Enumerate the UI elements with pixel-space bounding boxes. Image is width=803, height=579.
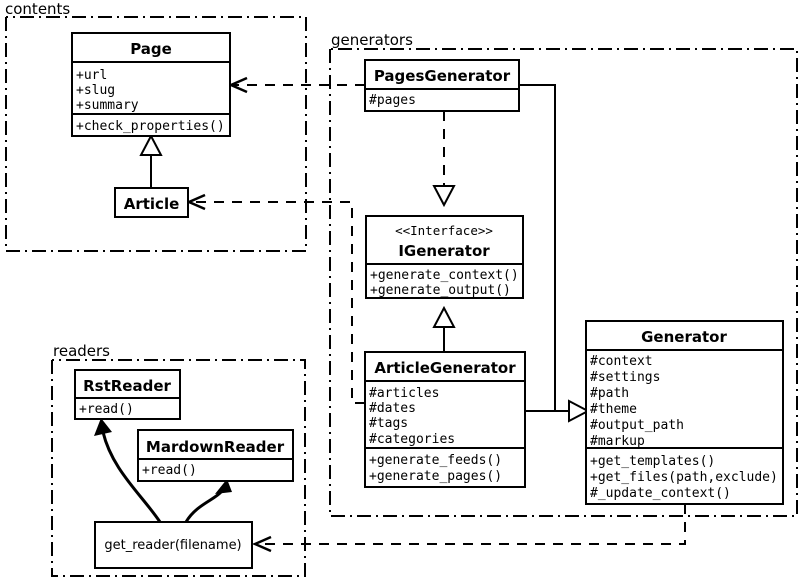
relation-getreader-creates-rstreader [94, 418, 162, 523]
class-generator-title: Generator [641, 328, 727, 346]
relation-articlegen-uses-article [185, 193, 365, 404]
class-page-attribute: +summary [76, 98, 139, 113]
class-article-generator[interactable]: ArticleGenerator #articles #dates #tags … [364, 351, 526, 488]
package-readers-label: readers [53, 342, 110, 360]
class-igenerator-method: +generate_output() [370, 283, 511, 298]
class-pages-generator[interactable]: PagesGenerator #pages [364, 59, 520, 112]
class-page-box[interactable] [71, 32, 231, 137]
class-article-generator-method: +generate_pages() [369, 469, 502, 484]
class-generator-attribute: #theme [590, 402, 637, 417]
relation-generator-uses-getreader [251, 504, 686, 553]
class-generator[interactable]: Generator #context #settings #path #them… [585, 320, 784, 505]
class-article-generator-attribute: #articles [369, 386, 439, 401]
package-contents-border [5, 16, 307, 252]
class-pages-generator-attribute: #pages [369, 93, 416, 108]
dependency-arrowhead [251, 535, 272, 553]
class-igenerator-title: IGenerator [398, 242, 490, 260]
class-article[interactable]: Article [114, 187, 189, 218]
class-igenerator[interactable]: <<Interface>> IGenerator +generate_conte… [365, 215, 524, 299]
package-contents-label: contents [5, 0, 70, 18]
class-mardown-reader[interactable]: MardownReader +read() [137, 429, 294, 482]
realization-arrowhead [432, 185, 456, 208]
class-page[interactable]: Page +url +slug +summary +check_properti… [71, 32, 231, 137]
class-article-generator-method: +generate_feeds() [369, 453, 502, 468]
call-arrowhead [215, 479, 232, 494]
class-generator-box[interactable] [585, 320, 784, 505]
class-rst-reader-box[interactable] [74, 369, 181, 420]
package-readers-border [51, 359, 306, 577]
class-igenerator-method: +generate_context() [370, 268, 519, 283]
class-generator-attribute: #output_path [590, 418, 684, 433]
generalization-arrowhead [568, 399, 591, 423]
class-generator-attribute: #markup [590, 434, 645, 449]
function-get-reader-label: get_reader(filename) [104, 538, 241, 553]
class-pages-generator-box[interactable] [364, 59, 520, 112]
class-page-title: Page [130, 40, 172, 58]
class-igenerator-stereotype: <<Interface>> [395, 223, 493, 238]
class-rst-reader-title: RstReader [83, 377, 171, 395]
relation-articlegen-implements-igenerator [432, 305, 456, 355]
class-generator-method: +get_templates() [590, 454, 715, 469]
dependency-line [192, 201, 365, 404]
call-curve [184, 490, 223, 523]
class-igenerator-box[interactable] [365, 215, 524, 299]
call-curve [101, 431, 162, 523]
dependency-line [258, 504, 686, 545]
package-readers: readers [51, 342, 306, 577]
class-generator-attribute: #path [590, 386, 629, 401]
class-page-attribute: +slug [76, 83, 115, 98]
class-rst-reader[interactable]: RstReader +read() [74, 369, 181, 420]
class-generator-method: #_update_context() [590, 486, 731, 501]
class-pages-generator-title: PagesGenerator [374, 67, 511, 85]
relation-pagesgen-implements-igenerator [432, 111, 456, 208]
class-rst-reader-method: +read() [79, 402, 134, 417]
class-generator-method: +get_files(path,exclude) [590, 470, 778, 485]
relation-pagesgen-uses-page [227, 76, 365, 94]
function-get-reader-box[interactable] [94, 521, 253, 569]
class-mardown-reader-method: +read() [142, 463, 197, 478]
generalization-arrowhead [139, 133, 163, 156]
class-mardown-reader-title: MardownReader [146, 438, 285, 456]
call-arrowhead [94, 418, 112, 436]
class-page-attribute: +url [76, 68, 107, 83]
class-article-box[interactable] [114, 187, 189, 218]
relation-article-inherits-page [139, 133, 163, 188]
class-article-title: Article [124, 195, 180, 213]
class-article-generator-attribute: #categories [369, 432, 455, 447]
relation-getreader-creates-mardownreader [184, 479, 232, 523]
class-mardown-reader-box[interactable] [137, 429, 294, 482]
generalization-line-pagesgen [519, 84, 570, 412]
function-get-reader[interactable]: get_reader(filename) [94, 521, 253, 569]
class-page-method: +check_properties() [76, 119, 225, 134]
class-generator-attribute: #context [590, 354, 653, 369]
generalization-arrowhead [432, 305, 456, 328]
class-article-generator-attribute: #dates [369, 401, 416, 416]
class-article-generator-box[interactable] [364, 351, 526, 488]
package-generators: generators [329, 31, 798, 517]
class-article-generator-title: ArticleGenerator [374, 359, 516, 377]
package-contents: contents [5, 0, 307, 252]
class-generator-attribute: #settings [590, 370, 660, 385]
package-generators-label: generators [331, 31, 413, 49]
relation-generators-extend-generator [519, 84, 591, 423]
class-article-generator-attribute: #tags [369, 416, 408, 431]
